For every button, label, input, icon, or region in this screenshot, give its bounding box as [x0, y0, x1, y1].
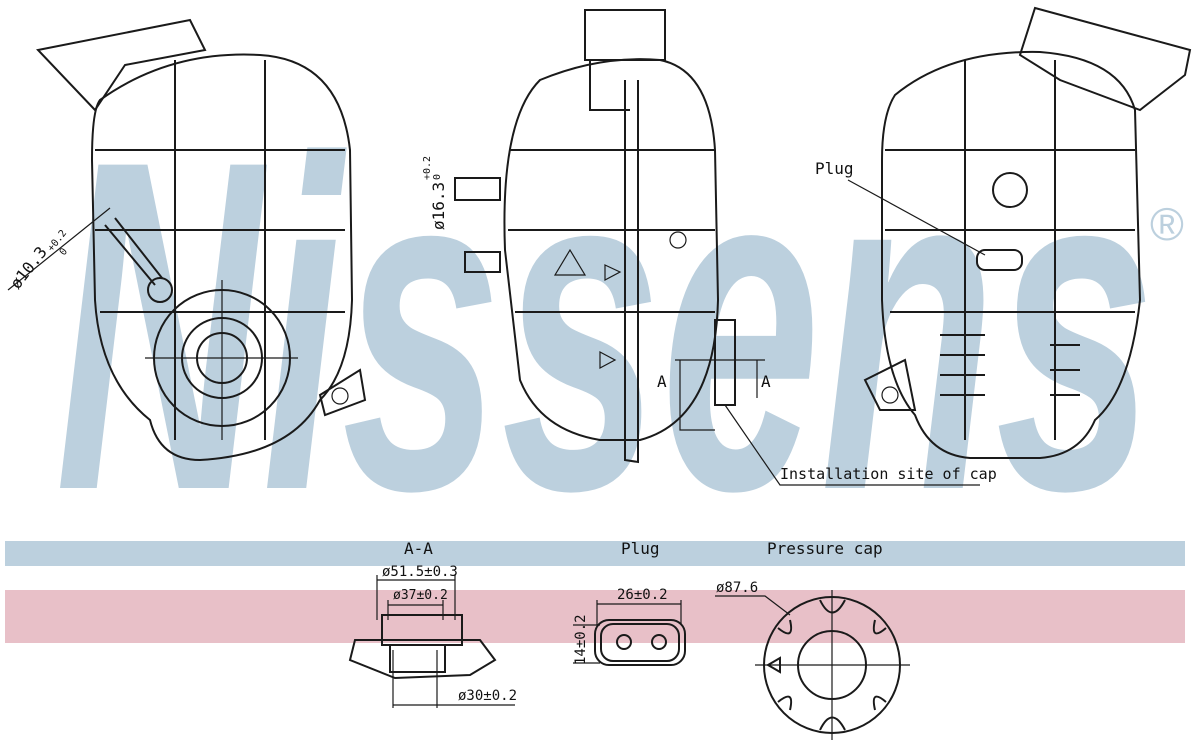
dim-section-inner: ø30±0.2 — [458, 688, 517, 704]
registered-mark: ® — [1150, 198, 1184, 250]
tank-rear-view — [847, 6, 1192, 459]
tank-side-view — [454, 9, 980, 486]
dim-left-tol-lower: 0 — [58, 246, 70, 258]
blue-band — [5, 541, 1185, 566]
dim-plug-height: 14±0.2 — [573, 614, 589, 665]
dim-middle-diameter: ø16.3 — [429, 182, 448, 230]
pressure-cap-drawing — [715, 590, 910, 740]
plug-title: Plug — [621, 539, 660, 558]
tank-front-view — [7, 18, 367, 462]
pressure-cap-title: Pressure cap — [767, 539, 883, 558]
dim-middle-tol-upper: +0.2 — [422, 156, 433, 180]
section-a-a-drawing — [348, 575, 515, 708]
section-mark-a-left: A — [657, 372, 667, 391]
section-mark-a-right: A — [761, 372, 771, 391]
nissens-watermark: Nissens — [55, 63, 1155, 588]
plug-drawing — [573, 600, 686, 666]
cap-installation-note: Installation site of cap — [780, 465, 997, 483]
plug-callout-label: Plug — [815, 159, 854, 178]
dim-middle-tol-lower: 0 — [432, 174, 443, 180]
dim-section-mid: ø37±0.2 — [393, 588, 448, 603]
dim-cap-diameter: ø87.6 — [716, 580, 758, 596]
dim-section-outer: ø51.5±0.3 — [382, 564, 458, 580]
dim-left-diameter: ø10.3 — [6, 243, 51, 293]
dim-plug-width: 26±0.2 — [617, 587, 668, 603]
section-title: A-A — [404, 539, 433, 558]
